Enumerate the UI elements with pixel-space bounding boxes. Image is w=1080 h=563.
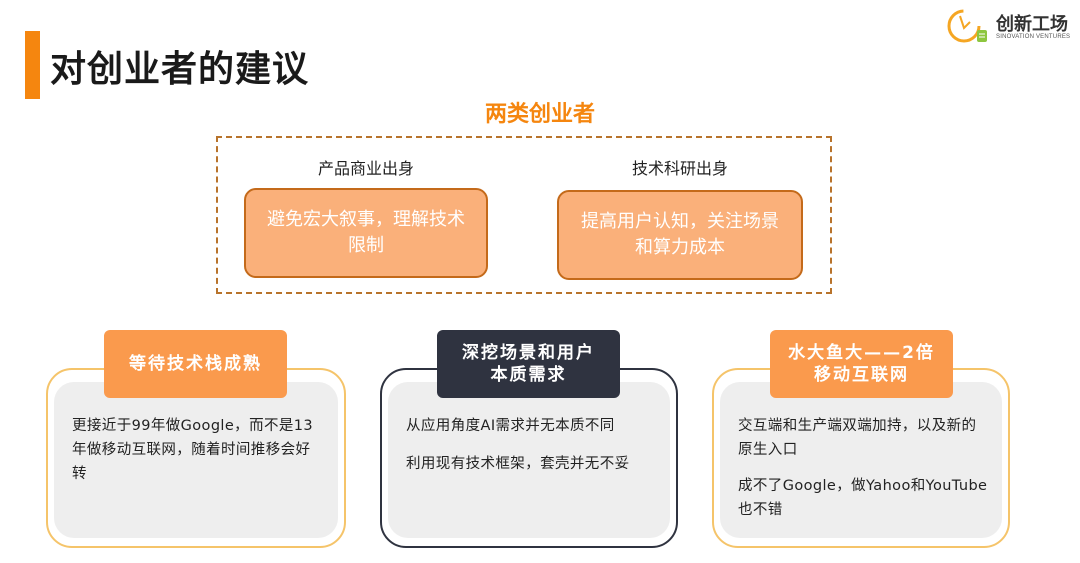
advice-box-tech: 提高用户认知，关注场景和算力成本 bbox=[557, 190, 803, 280]
founder-types-box bbox=[216, 136, 832, 294]
card-3-text-1: 交互端和生产端双端加持，以及新的原生入口 bbox=[738, 418, 977, 458]
card-body bbox=[54, 382, 338, 538]
card-2-text-2: 利用现有技术框架，套壳并无不妥 bbox=[406, 456, 630, 472]
card-tag-1: 等待技术栈成熟 bbox=[104, 330, 287, 398]
card-tag-label: 水大鱼大——2倍移动互联网 bbox=[788, 343, 935, 385]
advice-box-product: 避免宏大叙事，理解技术限制 bbox=[244, 188, 488, 278]
advice-card-3 bbox=[712, 368, 1010, 548]
card-2-text-1: 从应用角度AI需求并无本质不同 bbox=[406, 418, 615, 434]
card-tag-label: 深挖场景和用户本质需求 bbox=[462, 343, 595, 385]
card-3-text-2: 成不了Google，做Yahoo和YouTube也不错 bbox=[738, 478, 988, 518]
card-body bbox=[388, 382, 670, 538]
card-tag-2: 深挖场景和用户本质需求 bbox=[437, 330, 620, 398]
title-accent-bar bbox=[25, 31, 40, 99]
brand-logo: 创新工场 SINOVATION VENTURES bbox=[944, 6, 1076, 46]
lightbulb-icon bbox=[947, 9, 987, 43]
logo-name: 创新工场 bbox=[996, 14, 1068, 35]
advice-card-2 bbox=[380, 368, 678, 548]
card-tag-3: 水大鱼大——2倍移动互联网 bbox=[770, 330, 953, 398]
logo-subtitle: SINOVATION VENTURES bbox=[996, 34, 1071, 40]
card-body bbox=[720, 382, 1002, 538]
card-tag-label: 等待技术栈成熟 bbox=[129, 354, 262, 374]
page-title: 对创业者的建议 bbox=[50, 49, 310, 90]
founder-type-label-product: 产品商业出身 bbox=[317, 159, 414, 178]
section-heading: 两类创业者 bbox=[484, 102, 595, 127]
card-1-text: 更接近于99年做Google，而不是13年做移动互联网，随着时间推移会好转 bbox=[72, 418, 314, 482]
founder-type-label-tech: 技术科研出身 bbox=[631, 159, 728, 178]
advice-card-1 bbox=[46, 368, 346, 548]
